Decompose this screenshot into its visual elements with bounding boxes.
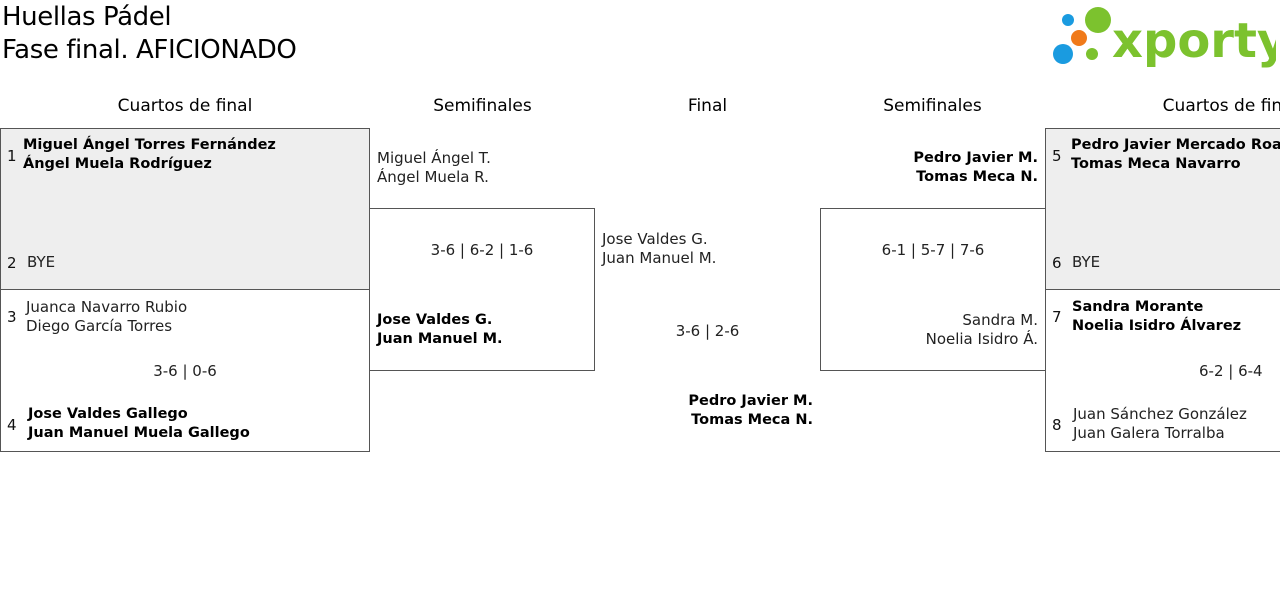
player-name: Juan Sánchez González [1073, 405, 1247, 423]
player-name: Ángel Muela R. [377, 168, 489, 186]
champion-name: Pedro Javier M. [688, 393, 813, 409]
seed-number: 3 [7, 308, 17, 326]
match-score: 3-6 | 0-6 [153, 362, 217, 380]
player-name: Sandra M. [962, 311, 1038, 329]
seed-number: 5 [1052, 147, 1062, 165]
match-score: 6-2 | 6-4 [1199, 362, 1263, 380]
player-name: Ángel Muela Rodríguez [23, 156, 212, 172]
player-name: Pedro Javier M. [913, 150, 1038, 166]
seed-number: 4 [7, 416, 17, 434]
seed-number: 8 [1052, 416, 1062, 434]
player-name: Miguel Ángel Torres Fernández [23, 137, 276, 153]
seed-number: 2 [7, 254, 17, 272]
round-final: Final [687, 96, 728, 116]
player-name: Pedro Javier Mercado Roa [1071, 137, 1280, 153]
player-name: Jose Valdes G. [377, 312, 493, 328]
club-name: Huellas Pádel [2, 2, 172, 32]
xporty-logo-icon: xporty [1053, 7, 1280, 69]
match-score: 6-1 | 5-7 | 7-6 [881, 241, 985, 259]
phase-title: Fase final. AFICIONADO [2, 35, 297, 65]
seed-number: 6 [1052, 254, 1062, 272]
logo-text: xporty [1112, 13, 1276, 68]
player-name: Juanca Navarro Rubio [26, 298, 188, 316]
seed-number: 1 [7, 147, 17, 165]
player-name: Juan Manuel M. [602, 249, 717, 267]
player-name: Tomas Meca Navarro [1071, 156, 1241, 172]
player-name: Diego García Torres [26, 317, 173, 335]
player-name: Sandra Morante [1072, 299, 1204, 315]
right-quarterfinal-1[interactable] [1045, 128, 1280, 290]
player-name: Juan Galera Torralba [1073, 424, 1225, 442]
match-score: 3-6 | 2-6 [675, 322, 740, 340]
player-name: Noelia Isidro Á. [925, 330, 1038, 348]
bye-label: BYE [1072, 253, 1101, 271]
player-name: Noelia Isidro Álvarez [1072, 318, 1242, 334]
player-name: Jose Valdes G. [602, 230, 708, 248]
right-quarterfinal-2[interactable] [1045, 289, 1280, 452]
player-name: Juan Manuel M. [377, 331, 503, 347]
match-score: 3-6 | 6-2 | 1-6 [430, 241, 534, 259]
round-left-quarterfinals: Cuartos de final [117, 96, 253, 116]
round-right-quarterfinals: Cuartos de final [1162, 96, 1280, 116]
champion-name: Tomas Meca N. [691, 412, 813, 428]
round-right-semifinals: Semifinales [883, 96, 982, 116]
left-semifinal-box[interactable] [369, 208, 595, 371]
seed-number: 7 [1052, 308, 1062, 326]
left-quarterfinal-1[interactable] [0, 128, 370, 290]
player-name: Juan Manuel Muela Gallego [28, 425, 250, 441]
player-name: Tomas Meca N. [916, 169, 1038, 185]
player-name: Jose Valdes Gallego [28, 406, 188, 422]
bye-label: BYE [27, 253, 56, 271]
player-name: Miguel Ángel T. [377, 149, 491, 167]
round-left-semifinals: Semifinales [433, 96, 532, 116]
xporty-logo[interactable]: xporty [1050, 4, 1280, 69]
